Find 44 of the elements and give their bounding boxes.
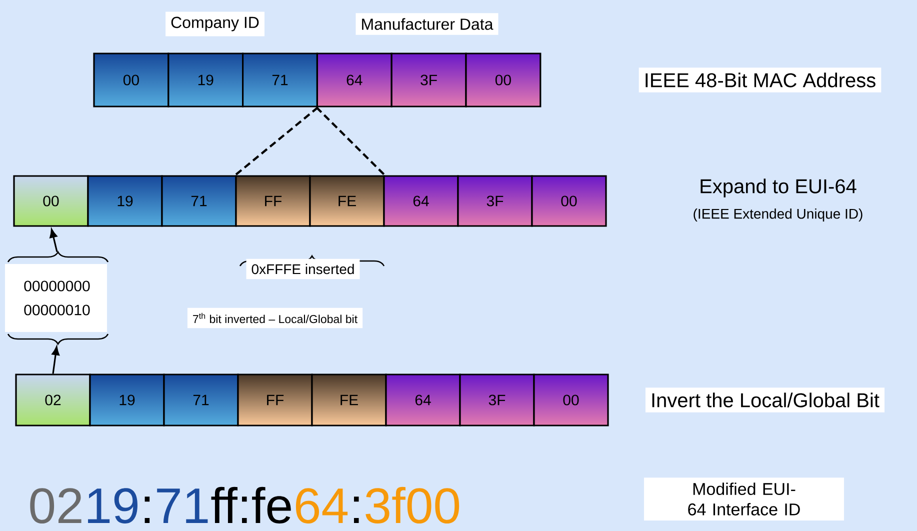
byte-cell: 00 [13, 175, 89, 227]
field-label: Manufacturer Data [356, 13, 498, 35]
note-label: 0xFFFE inserted [246, 258, 360, 280]
address-text: 64 [296, 488, 348, 524]
byte-cell: 19 [89, 374, 165, 426]
byte-cell: FF [235, 175, 311, 227]
row-label: Invert the Local/Global Bit [646, 388, 885, 412]
byte-cell: 3F [457, 175, 533, 227]
byte-cell: FF [237, 374, 313, 426]
dashed-line [316, 106, 386, 176]
row-label: Expand to EUI-64 [700, 178, 856, 198]
byte-cell: 64 [316, 52, 392, 108]
byte-cell: FE [309, 175, 385, 227]
byte-cell: 02 [15, 374, 91, 426]
byte-cell: 19 [168, 52, 244, 108]
address-text: 19 [88, 488, 138, 524]
byte-cell: 00 [465, 52, 542, 108]
byte-cell: 3F [390, 52, 467, 108]
byte-cell: 00 [533, 374, 609, 426]
byte-cell: 00 [93, 52, 170, 108]
byte-cell: 71 [242, 52, 318, 108]
byte-cell: 19 [87, 175, 163, 227]
address-text: 71 [157, 488, 208, 523]
dashed-line [234, 106, 319, 176]
byte-cell: 64 [383, 175, 459, 227]
address-text: 02 [30, 488, 82, 524]
caption-label: Modified EUI-64 Interface ID [644, 478, 844, 520]
byte-cell: 71 [163, 374, 239, 426]
note-label: 7$^{th}$ bit inverted – Local/Global bit [187, 308, 363, 328]
address-text: 3f00 [366, 486, 460, 524]
address-text: : [144, 496, 150, 523]
field-label: Company ID [166, 12, 264, 36]
address-text: : [354, 496, 359, 523]
row-label: IEEE 48-Bit MAC Address [638, 68, 882, 92]
byte-cell: FE [311, 374, 387, 426]
address-text: ff:fe [211, 486, 291, 524]
arrow [50, 228, 58, 252]
byte-cell: 71 [161, 175, 237, 227]
byte-cell: 64 [385, 374, 461, 426]
byte-cell: 00 [531, 175, 607, 227]
byte-cell: 3F [459, 374, 535, 426]
binary-box: 00000000 00000010 [5, 251, 109, 345]
arrow [52, 346, 60, 374]
row-sublabel: (IEEE Extended Unique ID) [694, 208, 862, 222]
